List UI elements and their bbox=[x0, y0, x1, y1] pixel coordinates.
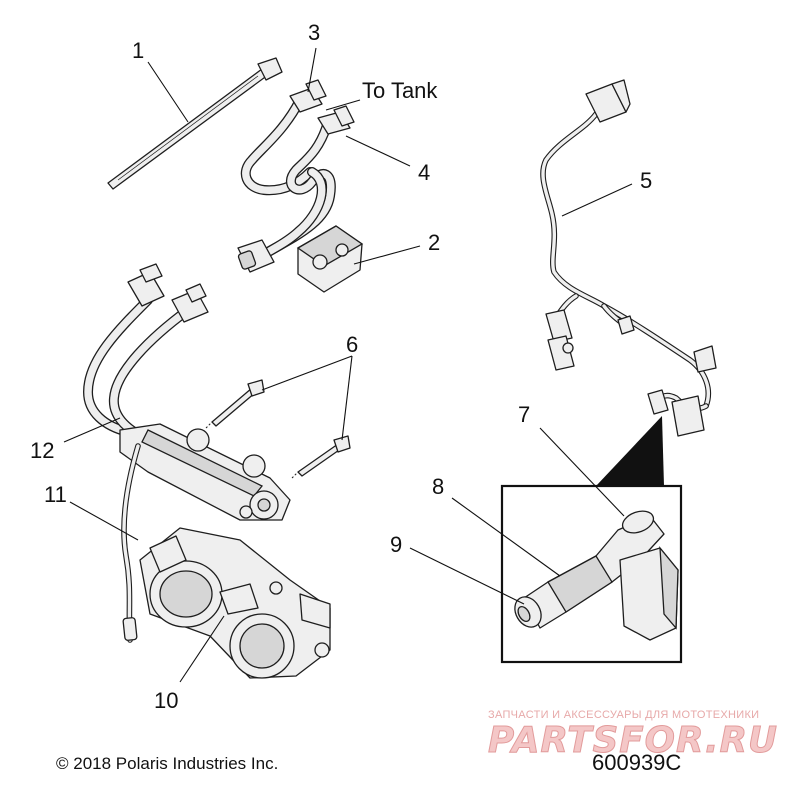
hose-clamp-block-part bbox=[296, 225, 364, 293]
watermark-logo-text: PARTSFOR.RU bbox=[488, 720, 778, 761]
callout-8: 8 bbox=[432, 474, 444, 499]
callout-7: 7 bbox=[518, 402, 530, 427]
callout-1: 1 bbox=[132, 38, 144, 63]
leader-lines bbox=[63, 47, 633, 683]
callout-2: 2 bbox=[428, 230, 440, 255]
injector-harness-part bbox=[540, 79, 717, 437]
callout-6: 6 bbox=[346, 332, 358, 357]
callout-11: 11 bbox=[44, 482, 67, 507]
callout-numbers: 1 2 3 4 5 6 7 8 9 10 11 12 bbox=[30, 20, 652, 713]
fuel-hose-assembly bbox=[237, 79, 355, 273]
callout-4: 4 bbox=[418, 160, 430, 185]
cable-tie-part bbox=[107, 57, 283, 190]
callout-9: 9 bbox=[390, 532, 402, 557]
to-tank-label: To Tank bbox=[362, 78, 438, 103]
injector-closeup bbox=[514, 510, 679, 641]
watermark-tagline: ЗАПЧАСТИ И АКСЕССУАРЫ ДЛЯ МОТОТЕХНИКИ bbox=[488, 709, 759, 721]
injector-detail-inset bbox=[500, 416, 683, 664]
rail-bolt-lower-part bbox=[291, 435, 351, 479]
callout-12: 12 bbox=[30, 438, 54, 463]
copyright-notice: © 2018 Polaris Industries Inc. bbox=[56, 754, 278, 773]
throttle-body-part bbox=[139, 527, 331, 679]
sensor-wire-part bbox=[121, 443, 141, 643]
callout-5: 5 bbox=[640, 168, 652, 193]
callout-3: 3 bbox=[308, 20, 320, 45]
rail-bolt-upper-part bbox=[205, 379, 265, 429]
watermark: ЗАПЧАСТИ И АКСЕССУАРЫ ДЛЯ МОТОТЕХНИКИ PA… bbox=[488, 709, 778, 762]
document-number: 600939C bbox=[592, 750, 681, 775]
callout-10: 10 bbox=[154, 688, 178, 713]
